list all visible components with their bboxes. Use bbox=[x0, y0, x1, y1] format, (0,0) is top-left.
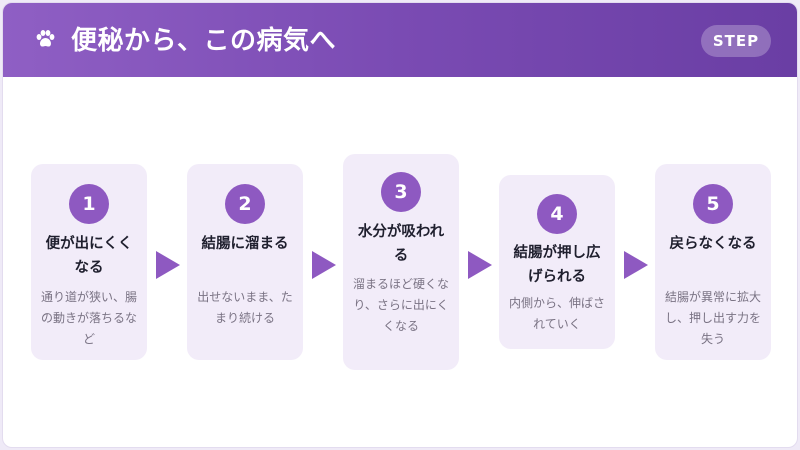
arrow-right-icon bbox=[312, 251, 336, 279]
arrow-right-icon bbox=[156, 251, 180, 279]
step-badge: STEP bbox=[701, 25, 771, 57]
step-card-5: 5 戻らなくなる 結腸が異常に拡大し、押し出す力を失う bbox=[655, 164, 771, 360]
step-description: 通り道が狭い、腸の動きが落ちるなど bbox=[41, 290, 138, 346]
step-number: 2 bbox=[225, 184, 265, 224]
step-description: 結腸が異常に拡大し、押し出す力を失う bbox=[665, 290, 762, 346]
header-bar: 便秘から、この病気へ STEP bbox=[3, 3, 797, 77]
step-title: 便が出にくくなる bbox=[45, 236, 133, 276]
step-title: 結腸に溜まる bbox=[201, 236, 289, 252]
step-title: 結腸が押し広げられる bbox=[513, 245, 601, 285]
step-card-1: 1 便が出にくくなる 通り道が狭い、腸の動きが落ちるなど bbox=[31, 164, 147, 360]
arrow-right-icon bbox=[624, 251, 648, 279]
paw-icon bbox=[36, 30, 55, 47]
step-title: 水分が吸われる bbox=[357, 224, 445, 264]
step-number: 4 bbox=[537, 194, 577, 234]
arrow-right-icon bbox=[468, 251, 492, 279]
step-description: 溜まるほど硬くなり、さらに出にくくなる bbox=[353, 277, 450, 333]
step-number: 3 bbox=[381, 172, 421, 212]
step-description: 出せないまま、たまり続ける bbox=[197, 290, 293, 325]
step-title: 戻らなくなる bbox=[669, 236, 757, 252]
step-card-3: 3 水分が吸われる 溜まるほど硬くなり、さらに出にくくなる bbox=[343, 154, 459, 370]
step-description: 内側から、伸ばされていく bbox=[509, 296, 606, 331]
page-title: 便秘から、この病気へ bbox=[71, 26, 337, 56]
step-number: 5 bbox=[693, 184, 733, 224]
step-number: 1 bbox=[69, 184, 109, 224]
step-card-2: 2 結腸に溜まる 出せないまま、たまり続ける bbox=[187, 164, 303, 360]
step-card-4: 4 結腸が押し広げられる 内側から、伸ばされていく bbox=[499, 175, 615, 349]
